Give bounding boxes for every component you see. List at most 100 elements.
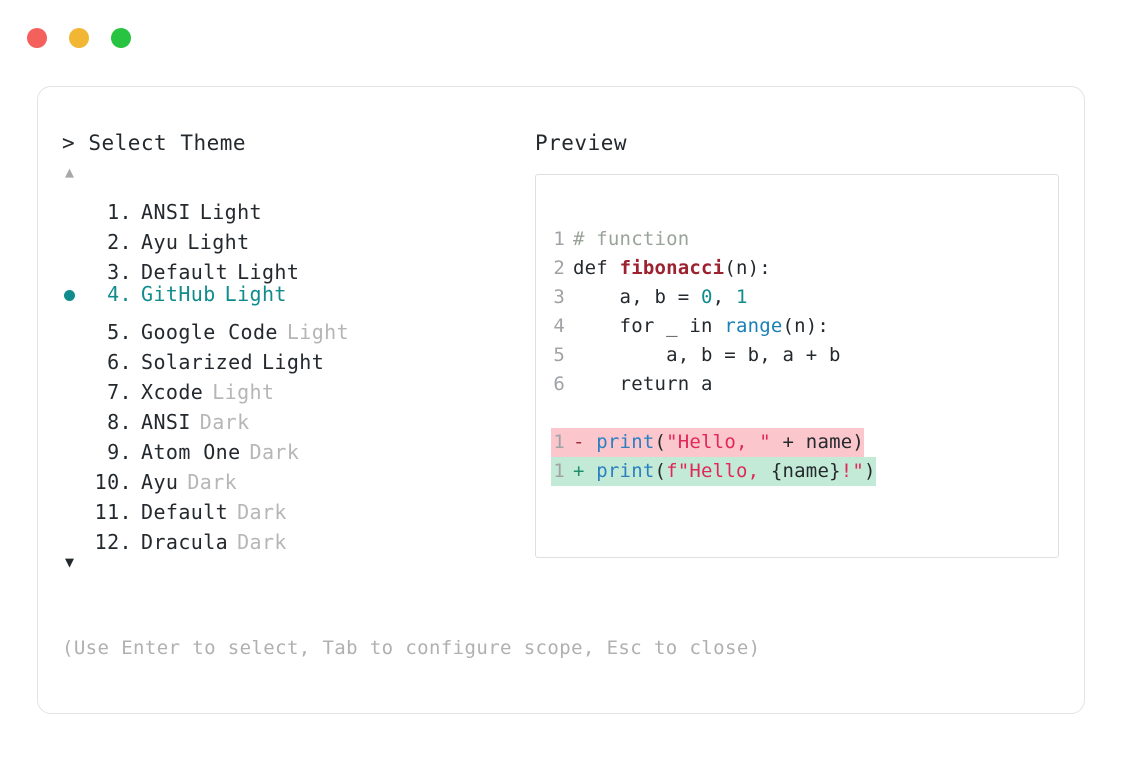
diff-sign: - [573, 431, 585, 453]
maximize-button[interactable] [111, 28, 131, 48]
code-token-call: print [596, 431, 655, 453]
code-line: 5 a, b = b, a + b [551, 341, 876, 370]
theme-list-item[interactable]: 10. Ayu Dark [62, 459, 522, 494]
theme-item-name: Google Code [141, 320, 278, 344]
code-token-plain: a, b = [573, 286, 702, 308]
theme-item-variant: Light [237, 260, 300, 284]
theme-item-name: ANSI [141, 410, 191, 434]
theme-item-name: Default [141, 260, 229, 284]
code-token-comment: # function [573, 228, 690, 250]
diff-gap [585, 431, 597, 453]
scroll-down-icon[interactable]: ▼ [65, 553, 75, 571]
line-number: 5 [553, 344, 565, 366]
selection-bullet-slot [62, 281, 88, 311]
theme-item-name: Ayu [141, 470, 179, 494]
code-token-builtin: range [724, 315, 783, 337]
code-token-plain: ( [654, 460, 667, 482]
selection-bullet-slot [62, 309, 88, 339]
theme-item-variant: Light [261, 350, 325, 374]
code-token-str: f"Hello, [666, 460, 771, 482]
line-number: 6 [553, 373, 565, 395]
code-token-plain: {name} [770, 460, 841, 482]
theme-item-name: Default [141, 500, 229, 524]
theme-item-number: 5. [107, 320, 132, 344]
theme-item-number: 4. [107, 282, 132, 306]
minimize-button[interactable] [69, 28, 89, 48]
theme-item-number: 3. [107, 260, 132, 284]
selection-bullet-slot [62, 429, 88, 459]
prompt-caret: > [62, 131, 76, 155]
selection-bullet-slot [62, 519, 88, 549]
selection-bullet-slot [62, 339, 88, 369]
code-line: 1# function [551, 225, 876, 254]
code-token-num: 1 [735, 286, 748, 308]
theme-item-variant: Dark [237, 530, 287, 554]
close-button[interactable] [27, 28, 47, 48]
theme-item-name: ANSI [141, 200, 191, 224]
theme-list-item[interactable]: 11. Default Dark [62, 489, 522, 524]
theme-item-number: 9. [107, 440, 132, 464]
diff-gap [585, 460, 597, 482]
code-token-num: 0 [701, 286, 713, 308]
keyboard-hint: (Use Enter to select, Tab to configure s… [62, 637, 761, 659]
theme-item-name: Dracula [141, 530, 229, 554]
theme-item-number: 2. [107, 230, 132, 254]
code-token-call: print [596, 460, 655, 482]
theme-list-item[interactable]: 5. Google Code Light [62, 309, 522, 344]
theme-item-variant: Dark [187, 470, 238, 494]
theme-list-item[interactable]: 12. Dracula Dark [62, 519, 522, 554]
theme-item-number: 1. [107, 200, 132, 224]
theme-item-number: 8. [107, 410, 132, 434]
theme-list-item[interactable]: 1. ANSI Light [62, 189, 522, 224]
code-token-kw: def [573, 257, 620, 279]
code-token-str: !" [840, 460, 865, 482]
selection-bullet-slot [62, 189, 88, 219]
theme-item-variant: Light [187, 230, 250, 254]
selected-bullet-icon [64, 290, 75, 301]
theme-item-variant: Light [199, 200, 262, 224]
theme-list-item[interactable]: 3. Default Light [62, 249, 522, 284]
line-number: 1 [553, 431, 565, 453]
line-number: 3 [553, 286, 565, 308]
selection-bullet-slot [62, 399, 88, 429]
theme-item-number: 6. [107, 350, 132, 374]
code-token-plain: a, b = b, a + b [573, 344, 841, 366]
scroll-up-icon[interactable]: ▲ [65, 163, 75, 181]
code-token-fn: fibonacci [619, 257, 725, 279]
theme-item-variant: Dark [249, 440, 300, 464]
code-line: 3 a, b = 0, 1 [551, 283, 876, 312]
theme-list-item[interactable]: 2. Ayu Light [62, 219, 522, 254]
code-token-plain: , [712, 286, 736, 308]
line-number: 4 [553, 315, 565, 337]
theme-item-number: 10. [94, 470, 132, 494]
diff-sign: + [573, 460, 585, 482]
code-spacer [551, 399, 876, 428]
selection-bullet-slot [62, 219, 88, 249]
preview-label: Preview [535, 131, 628, 155]
page-title-text: Select Theme [88, 131, 247, 155]
theme-item-number: 7. [107, 380, 132, 404]
code-token-plain: + name) [770, 431, 865, 453]
theme-item-number: 11. [94, 500, 132, 524]
theme-item-name: Ayu [141, 230, 179, 254]
theme-item-variant: Light [212, 380, 275, 404]
selection-bullet-slot [62, 489, 88, 519]
theme-item-variant: Dark [237, 500, 287, 524]
code-token-plain: (n): [782, 315, 830, 337]
theme-item-number: 12. [94, 530, 132, 554]
code-token-plain: ) [864, 460, 876, 482]
line-number: 1 [553, 460, 565, 482]
theme-item-variant: Light [286, 320, 350, 344]
code-token-plain: (n): [724, 257, 771, 279]
